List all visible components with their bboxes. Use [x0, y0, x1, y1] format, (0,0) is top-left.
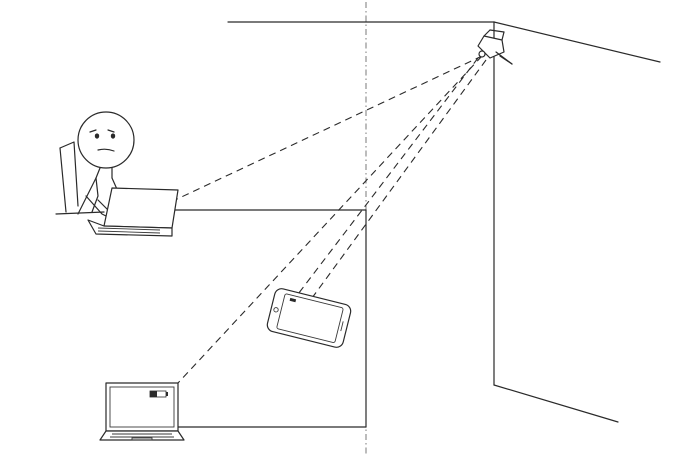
projector-icon: [477, 29, 513, 65]
person-figure: [55, 111, 135, 219]
person-head: [77, 111, 135, 169]
floor-area: [169, 209, 367, 428]
laptop-on-floor-icon: [99, 382, 185, 441]
laptop-on-table-icon: [87, 187, 179, 237]
room-walls: [227, 21, 661, 423]
smartphone-icon: [266, 288, 352, 348]
projection-beams: [174, 55, 487, 384]
